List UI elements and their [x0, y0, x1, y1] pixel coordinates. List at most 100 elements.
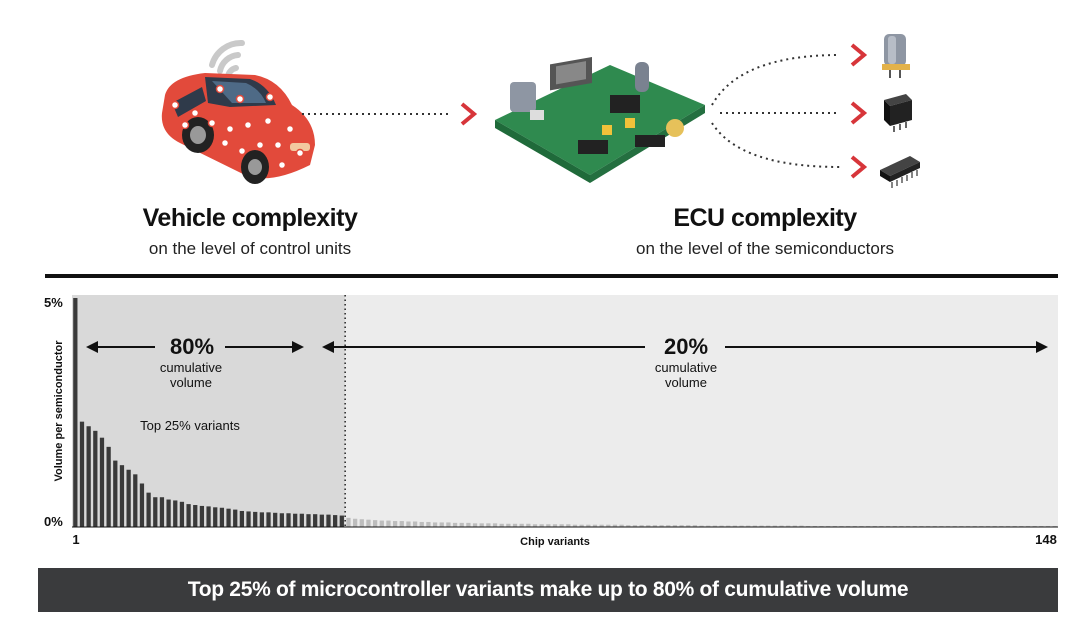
bar-variant-35: [299, 513, 304, 527]
bar-variant-93: [686, 525, 691, 527]
bar-chart-svg: 5% 0% Volume per semiconductor 1 148 Chi…: [44, 295, 1058, 548]
bar-variant-108: [786, 525, 791, 527]
bar-variant-66: [506, 523, 511, 527]
bar-variant-16: [173, 500, 178, 527]
dotted-connector: [302, 102, 478, 126]
region-20-label-2: volume: [665, 375, 707, 390]
bar-variant-69: [526, 523, 531, 527]
top-variants-note: Top 25% variants: [140, 418, 240, 433]
bar-variant-9: [126, 469, 131, 527]
chevron-right-icon: [850, 155, 868, 179]
bar-variant-11: [139, 483, 145, 527]
bar-variant-41: [339, 515, 344, 527]
branch-connectors: [711, 43, 868, 179]
bar-variant-83: [619, 524, 624, 527]
ic-chip-icon: [880, 156, 920, 188]
bar-variant-105: [766, 525, 771, 527]
bar-variant-61: [472, 523, 478, 527]
bar-variant-100: [732, 525, 738, 527]
bar-variant-53: [419, 521, 424, 527]
bar-variant-70: [532, 524, 538, 527]
bar-variant-34: [293, 513, 298, 527]
bar-variant-62: [479, 523, 484, 527]
bar-variant-56: [439, 522, 444, 527]
bar-series: [73, 298, 1057, 527]
bar-variant-42: [346, 517, 351, 527]
ecu-board-icon: [495, 57, 705, 183]
bar-variant-85: [632, 525, 638, 527]
region-20-percent: 20%: [664, 334, 708, 359]
bar-variant-17: [179, 501, 185, 527]
bar-variant-6: [106, 446, 111, 527]
ytick-bottom: 0%: [44, 514, 63, 529]
bar-variant-7: [113, 460, 118, 527]
bar-variant-8: [119, 465, 125, 527]
bar-variant-92: [679, 525, 684, 527]
bar-variant-88: [652, 525, 658, 527]
bar-variant-52: [412, 521, 418, 527]
bar-variant-54: [426, 521, 431, 527]
region-20-arrow: [322, 341, 1048, 353]
region-80-percent: 80%: [170, 334, 214, 359]
bar-variant-27: [246, 511, 251, 527]
summary-banner: Top 25% of microcontroller variants make…: [38, 568, 1058, 612]
bar-variant-68: [519, 523, 524, 527]
bar-variant-26: [239, 510, 245, 527]
bar-variant-44: [359, 519, 364, 527]
y-axis-label: Volume per semiconductor: [53, 340, 65, 482]
bar-variant-21: [206, 506, 211, 527]
vehicle-complexity-title: Vehicle complexity: [142, 204, 358, 232]
bar-variant-103: [752, 525, 757, 527]
bar-variant-63: [486, 523, 491, 527]
bar-variant-39: [326, 514, 331, 527]
bar-variant-84: [626, 525, 631, 527]
bar-variant-23: [219, 507, 225, 527]
section-divider: [45, 274, 1058, 278]
bar-variant-89: [659, 525, 664, 527]
bar-variant-76: [572, 524, 578, 527]
bar-variant-64: [492, 523, 498, 527]
bar-variant-97: [712, 525, 718, 527]
bar-variant-19: [193, 505, 198, 527]
region-80-arrow: [86, 341, 304, 353]
bar-variant-72: [546, 524, 551, 527]
top-variants-shade: [72, 295, 346, 527]
vehicle-complexity-subtitle: on the level of control units: [148, 239, 352, 258]
bar-variant-74: [559, 524, 564, 527]
bar-variant-14: [159, 497, 165, 527]
bar-variant-99: [726, 525, 731, 527]
bar-variant-94: [692, 525, 698, 527]
ecu-complexity-subtitle: on the level of the semiconductors: [636, 239, 894, 258]
ecu-complexity-title: ECU complexity: [673, 204, 857, 232]
bar-variant-58: [452, 522, 458, 527]
bar-variant-106: [772, 525, 777, 527]
bar-variant-101: [739, 525, 744, 527]
bar-variant-65: [499, 523, 504, 527]
bar-variant-102: [746, 525, 751, 527]
region-80-label-1: cumulative: [160, 360, 222, 375]
bar-variant-82: [612, 524, 618, 527]
bar-variant-32: [279, 513, 284, 527]
crystal-oscillator-icon: [882, 34, 910, 78]
chevron-right-icon: [850, 101, 868, 125]
bar-variant-18: [186, 504, 191, 527]
chevron-right-icon: [850, 43, 868, 67]
bar-variant-87: [646, 525, 651, 527]
bar-variant-38: [319, 514, 324, 527]
bar-variant-86: [639, 525, 644, 527]
bar-variant-29: [259, 512, 264, 527]
bar-variant-30: [266, 512, 271, 527]
bar-variant-22: [213, 507, 218, 527]
ytick-top: 5%: [44, 295, 63, 310]
bar-variant-59: [459, 522, 464, 527]
bar-variant-50: [399, 521, 404, 527]
bar-variant-109: [792, 525, 797, 527]
chevron-right-icon: [460, 102, 478, 126]
bar-variant-24: [226, 508, 231, 527]
bar-variant-49: [392, 521, 398, 527]
bar-variant-28: [253, 511, 258, 527]
bar-variant-110: [799, 525, 804, 527]
bar-variant-60: [466, 522, 471, 527]
bar-variant-96: [706, 525, 711, 527]
bar-variant-75: [566, 524, 571, 527]
